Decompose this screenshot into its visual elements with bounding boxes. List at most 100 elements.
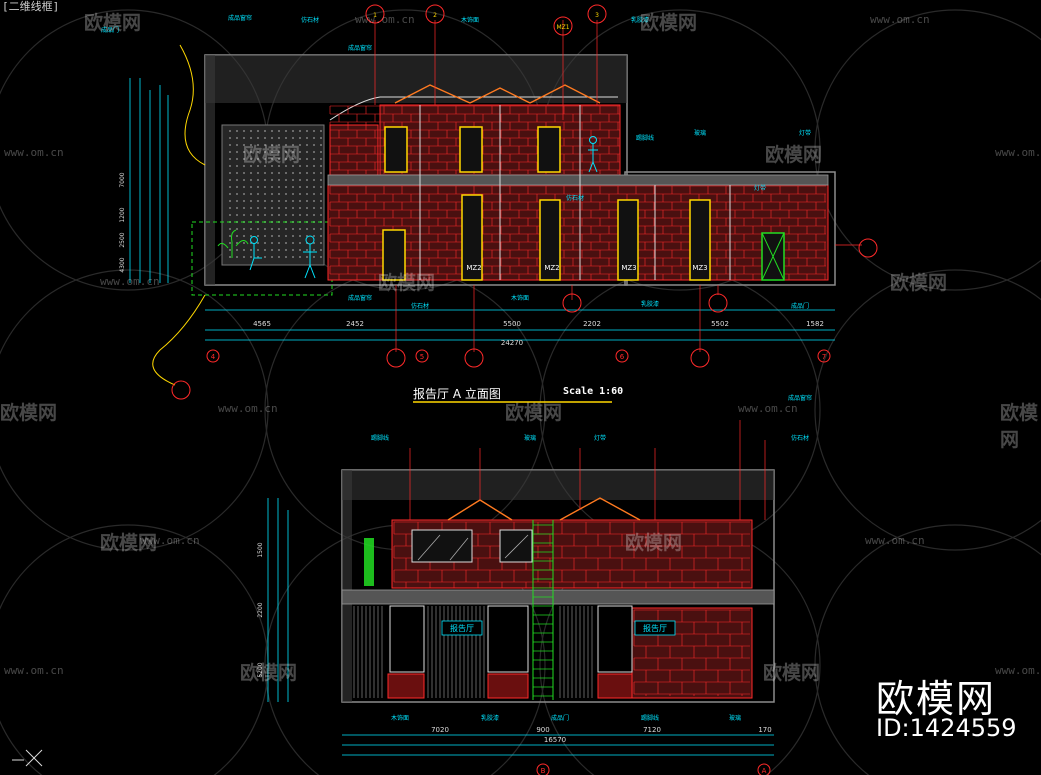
annotation-note: 木饰面: [461, 16, 479, 24]
lower-side-dimension: 2200: [257, 602, 264, 617]
watermark-brand: 欧模网: [1000, 402, 1039, 451]
watermark-brand: 欧模网: [505, 402, 563, 424]
watermark-url: www.om.cn: [738, 402, 798, 415]
lower-axis-label: B: [541, 767, 546, 775]
viewport-label[interactable]: [二维线框]: [2, 0, 60, 13]
watermark-brand: 欧模网: [100, 532, 158, 554]
upper-dimension-label: 1582: [806, 320, 824, 328]
lower-dimension-label: 16570: [544, 736, 566, 744]
watermark-url: www.om.cn: [4, 664, 64, 677]
lower-axis-markers: [536, 763, 771, 775]
watermark-url: www.om.cn: [995, 664, 1041, 677]
upper-callout-label: 2: [433, 12, 437, 19]
drawing-scale: Scale 1:60: [563, 386, 624, 397]
watermark-brand: 欧模网: [0, 402, 58, 424]
door-tag: MZ2: [466, 264, 481, 272]
drawing-title: 报告厅 A 立面图: [413, 387, 501, 401]
watermark-url: www.om.cn: [870, 13, 930, 26]
watermark-url: www.om.cn: [140, 534, 200, 547]
upper-axis-label: 4: [211, 353, 216, 361]
upper-side-dimension: 1200: [119, 207, 126, 222]
watermark-brand: 欧模网: [765, 144, 823, 166]
annotation-note: 灯带: [799, 129, 811, 137]
watermark-url: www.om.cn: [355, 13, 415, 26]
upper-dimension-label: 4565: [253, 320, 271, 328]
annotation-note: 成品门: [101, 26, 119, 34]
annotation-note: 乳胶漆: [481, 714, 499, 722]
annotation-note: 玻璃: [694, 129, 706, 137]
door-tag: MZ2: [544, 264, 559, 272]
annotation-note: 踢脚线: [641, 714, 659, 722]
annotation-note: 成品门: [551, 714, 569, 722]
annotation-note: 木饰面: [391, 714, 409, 722]
watermark-id-label: ID:1424559: [876, 714, 1017, 742]
door-tag: MZ3: [692, 264, 707, 272]
door-tag: MZ3: [621, 264, 636, 272]
annotation-note: 仿石材: [791, 434, 809, 442]
annotation-note: 乳胶漆: [641, 300, 659, 308]
upper-side-dimension: 2500: [119, 232, 126, 247]
lower-side-dimension: 1500: [257, 542, 264, 557]
watermark-brand: 欧模网: [640, 12, 698, 34]
upper-callout-label: MZ1: [556, 24, 569, 31]
annotation-note: 灯带: [754, 184, 766, 192]
upper-axis-label: 5: [420, 353, 424, 361]
annotation-note: 踢脚线: [636, 134, 654, 142]
upper-side-dimension: 7000: [119, 172, 126, 187]
annotation-note: 木饰面: [511, 294, 529, 302]
annotation-note: 成品窗帘: [348, 44, 372, 52]
annotation-note: 仿石材: [566, 194, 584, 202]
upper-dimension-label: 2202: [583, 320, 601, 328]
watermark-brand: 欧模网: [243, 144, 301, 166]
annotation-note: 成品窗帘: [228, 14, 252, 22]
ladder-rungs: [533, 524, 553, 697]
upper-dimension-label: 24270: [501, 339, 523, 347]
lower-room-sign: 报告厅: [450, 623, 474, 633]
watermark-brand-large: 欧模网: [876, 677, 997, 721]
annotation-note: 成品窗帘: [348, 294, 372, 302]
watermark-brand: 欧模网: [378, 272, 436, 294]
upper-dimension-label: 2452: [346, 320, 364, 328]
watermark-url: www.om.cn: [865, 534, 925, 547]
lower-axis-label: A: [762, 767, 767, 775]
watermark-url: www.om.cn: [4, 146, 64, 159]
watermark-url: www.om.cn: [995, 146, 1041, 159]
lower-side-dimension: 5200: [257, 662, 264, 677]
upper-axis-label: 6: [620, 353, 625, 361]
annotation-note: 仿石材: [411, 302, 429, 310]
annotation-note: 成品门: [791, 302, 809, 310]
annotation-note: 成品窗帘: [788, 394, 812, 402]
upper-axis-markers: [171, 4, 878, 400]
watermark-brand: 欧模网: [240, 662, 298, 684]
upper-side-dimension: 4300: [119, 257, 126, 272]
lower-room-sign: 报告厅: [643, 623, 667, 633]
annotation-note: 灯带: [594, 434, 606, 442]
lower-dimension-label: 7120: [643, 726, 661, 734]
curtain-lines: [353, 606, 593, 698]
watermark-brand: 欧模网: [625, 532, 683, 554]
annotation-note: 乳胶漆: [631, 16, 649, 24]
upper-elevation: [129, 20, 862, 386]
upper-callout-label: 3: [595, 12, 599, 19]
watermark-url: www.om.cn: [218, 402, 278, 415]
cad-annotation-notes: 成品窗帘仿石材木饰面乳胶漆成品门踢脚线玻璃灯带成品窗帘仿石材木饰面乳胶漆成品门踢…: [101, 14, 812, 722]
upper-dimension-label: 5502: [711, 320, 729, 328]
lower-dimension-label: 170: [758, 726, 771, 734]
cad-cursor-icon: [12, 749, 43, 767]
upper-axis-label: 7: [822, 353, 826, 361]
watermark-brand: 欧模网: [84, 12, 142, 34]
lower-dimension-label: 900: [536, 726, 549, 734]
watermark-brand: 欧模网: [763, 662, 821, 684]
upper-dimension-label: 5500: [503, 320, 521, 328]
lower-elevation: [267, 420, 775, 756]
annotation-note: 仿石材: [301, 16, 319, 24]
watermark-brand: 欧模网: [890, 272, 948, 294]
annotation-note: 踢脚线: [371, 434, 389, 442]
watermark-url: www.om.cn: [100, 275, 160, 288]
annotation-note: 玻璃: [524, 434, 536, 442]
lower-dimension-label: 7020: [431, 726, 449, 734]
